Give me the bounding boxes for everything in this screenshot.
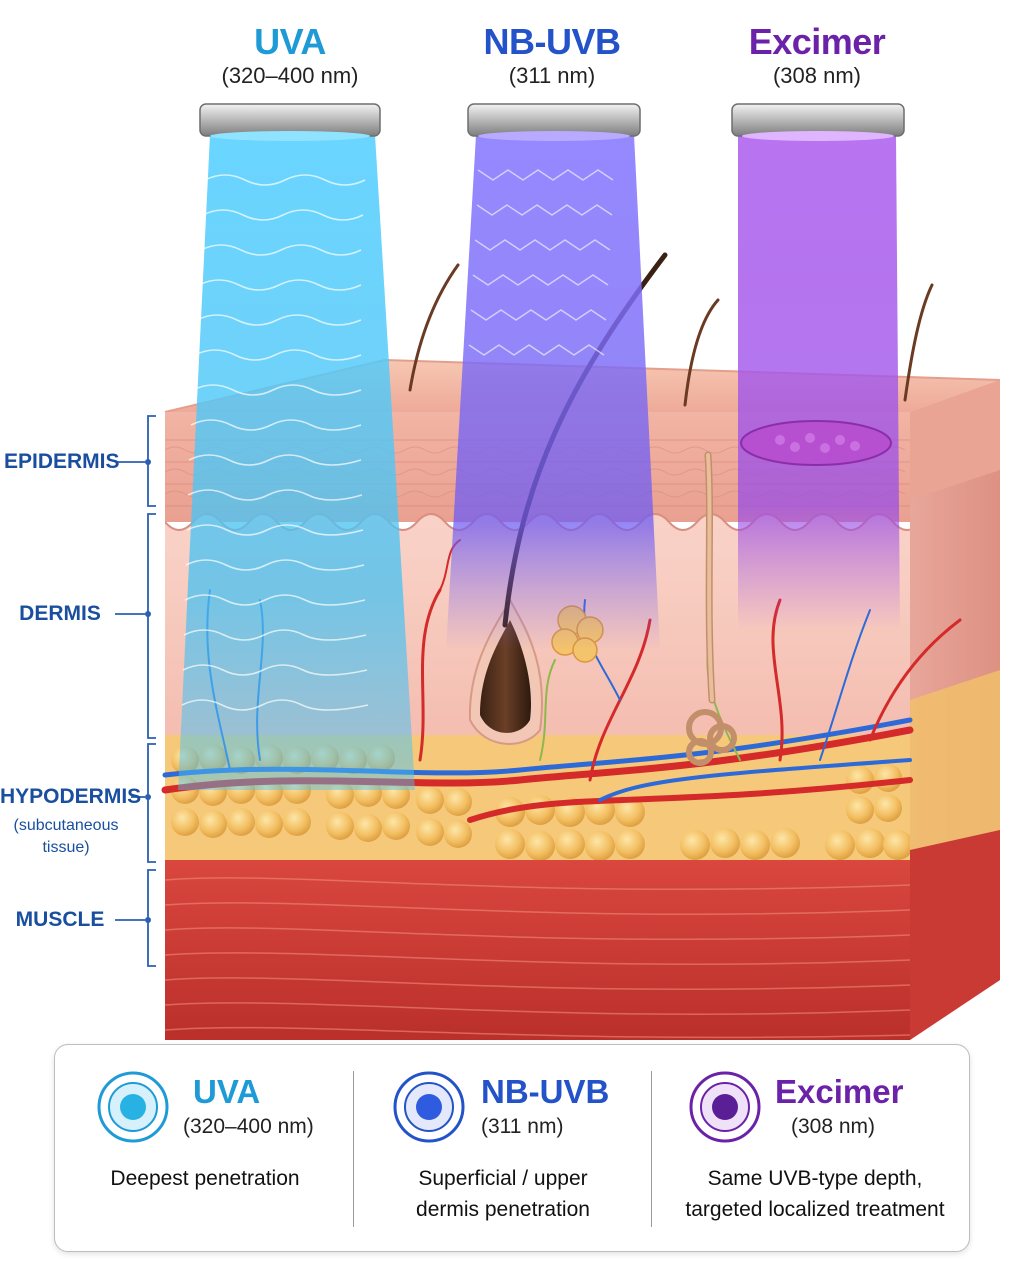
legend-panel: UVA (320–400 nm) Deepest penetration NB-…	[54, 1044, 970, 1252]
legend-nbuvb-description: Superficial / upper dermis penetration	[353, 1163, 653, 1225]
nbuvb-header: NB-UVB (311 nm)	[432, 22, 672, 90]
legend-divider-2	[651, 1071, 652, 1227]
legend-item-excimer: Excimer (308 nm) Same UVB-type depth, ta…	[651, 1045, 951, 1251]
excimer-target-icon	[689, 1071, 761, 1143]
muscle-layer	[165, 860, 910, 1040]
nbuvb-target-icon	[393, 1071, 465, 1143]
uva-beam	[178, 135, 415, 790]
legend-uva-name: UVA	[193, 1073, 261, 1110]
label-muscle: MUSCLE	[15, 908, 105, 931]
uva-lamp-head	[199, 103, 381, 141]
nbuvb-wavelength: (311 nm)	[508, 63, 596, 88]
excimer-beam	[738, 135, 900, 630]
legend-nbuvb-wavelength: (311 nm)	[481, 1115, 564, 1138]
legend-uva-desc-line-1: Deepest penetration	[110, 1167, 300, 1190]
label-dermis: DERMIS	[19, 602, 101, 625]
label-hypodermis-sub-2: tissue)	[42, 839, 90, 856]
legend-nbuvb-desc-line-1: Superficial / upper	[418, 1167, 588, 1190]
legend-item-uva: UVA (320–400 nm) Deepest penetration	[55, 1045, 355, 1251]
nbuvb-title: NB-UVB	[483, 21, 622, 62]
uva-wavelength: (320–400 nm)	[221, 63, 359, 88]
layer-brackets	[115, 415, 156, 967]
legend-divider-1	[353, 1071, 354, 1227]
excimer-wavelength: (308 nm)	[772, 63, 862, 88]
legend-nbuvb-desc-line-2: dermis penetration	[416, 1198, 590, 1221]
legend-excimer-name: Excimer	[775, 1073, 904, 1110]
legend-uva-description: Deepest penetration	[55, 1163, 355, 1194]
excimer-target-spot	[740, 420, 892, 466]
excimer-lamp-head	[731, 103, 905, 141]
excimer-header: Excimer (308 nm)	[697, 22, 937, 90]
nbuvb-lamp-head	[467, 103, 641, 141]
uva-target-icon	[97, 1071, 169, 1143]
excimer-title: Excimer	[748, 21, 886, 62]
nbuvb-beam	[446, 135, 660, 650]
legend-uva-wavelength: (320–400 nm)	[183, 1115, 314, 1138]
uva-title: UVA	[254, 21, 326, 62]
legend-excimer-wavelength: (308 nm)	[791, 1115, 876, 1138]
skin-cross-section-diagram	[115, 103, 1001, 1040]
uva-header: UVA (320–400 nm)	[170, 22, 410, 90]
legend-item-nbuvb: NB-UVB (311 nm) Superficial / upper derm…	[353, 1045, 653, 1251]
label-epidermis: EPIDERMIS	[4, 450, 120, 473]
legend-excimer-desc-line-1: Same UVB-type depth,	[707, 1167, 923, 1190]
legend-excimer-description: Same UVB-type depth, targeted localized …	[665, 1163, 965, 1225]
legend-excimer-desc-line-2: targeted localized treatment	[685, 1198, 945, 1221]
label-hypodermis-sub-1: (subcutaneous	[13, 817, 119, 834]
label-hypodermis: HYPODERMIS	[0, 785, 142, 808]
legend-nbuvb-name: NB-UVB	[481, 1073, 610, 1110]
sweat-gland	[686, 451, 737, 766]
